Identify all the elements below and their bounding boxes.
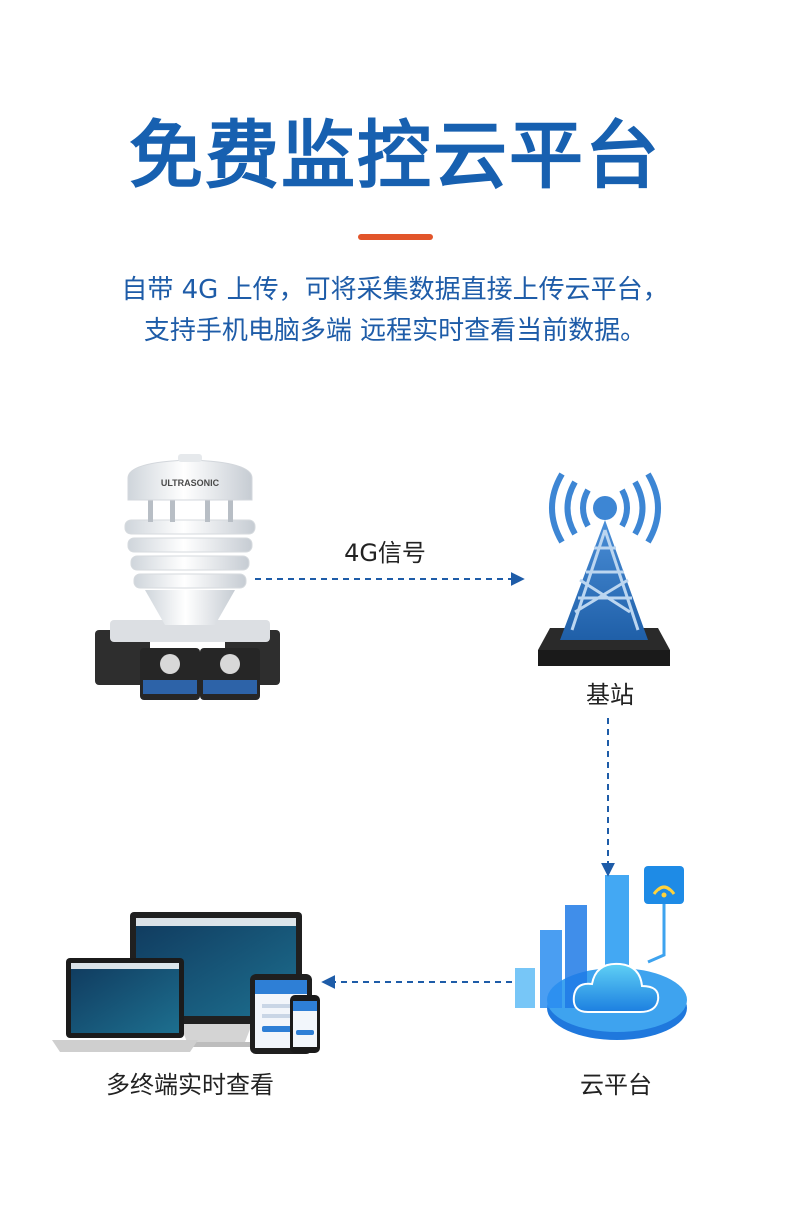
cloud-platform-icon: [515, 866, 687, 1040]
terminal-label: 多终端实时查看: [106, 1071, 274, 1099]
multi-terminal-devices: [52, 912, 320, 1054]
cloud-label: 云平台: [580, 1071, 652, 1099]
weather-station-device: ULTRASONIC: [95, 454, 280, 700]
subtitle-line-1: 自带 4G 上传，可将采集数据直接上传云平台，: [121, 275, 669, 305]
page-title: 免费监控云平台: [129, 113, 661, 199]
station-label: 基站: [586, 681, 634, 709]
signal-label: 4G信号: [344, 539, 426, 567]
tower-icon: [538, 472, 670, 666]
title-underline: [358, 234, 433, 240]
device-brand-text: ULTRASONIC: [161, 478, 220, 488]
subtitle-line-2: 支持手机电脑多端 远程实时查看当前数据。: [143, 316, 647, 346]
